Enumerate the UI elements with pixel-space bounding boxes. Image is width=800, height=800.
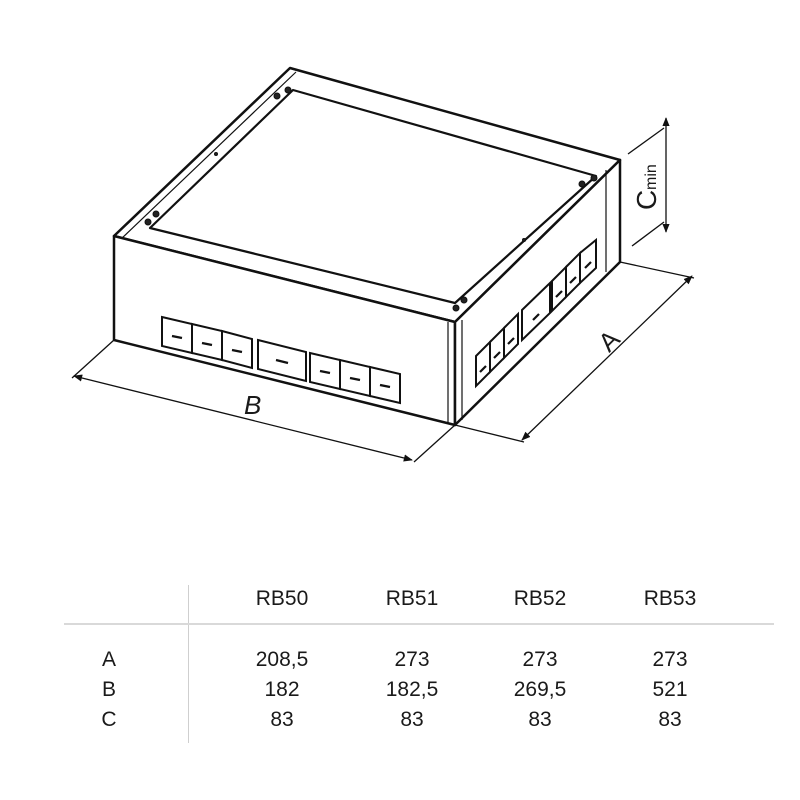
cell: 273 xyxy=(522,648,558,671)
dimension-lines xyxy=(71,117,695,463)
dimensions-table: RB50 RB51 RB52 RB53 A 208,5 273 273 273 … xyxy=(64,585,774,745)
dimension-c-subscript: min xyxy=(643,164,660,190)
column-header-rb53: RB53 xyxy=(643,587,697,610)
table-vertical-divider xyxy=(188,585,189,743)
row-label-b: B xyxy=(101,678,116,701)
floor-box-drawing: B A C min xyxy=(71,66,695,463)
column-header-rb50: RB50 xyxy=(255,587,309,610)
column-header-rb52: RB52 xyxy=(513,587,567,610)
row-label-c: C xyxy=(101,708,117,731)
dimension-a-label: A xyxy=(592,323,626,357)
cell: 83 xyxy=(270,708,294,731)
cell: 83 xyxy=(658,708,682,731)
cell: 83 xyxy=(528,708,552,731)
cell: 83 xyxy=(400,708,424,731)
dimension-b-label: B xyxy=(244,390,261,420)
cell: 182,5 xyxy=(385,678,439,701)
cell: 521 xyxy=(652,678,688,701)
cell: 273 xyxy=(652,648,688,671)
table-header-divider xyxy=(64,623,774,625)
cell: 273 xyxy=(394,648,430,671)
column-header-rb51: RB51 xyxy=(385,587,439,610)
cell: 182 xyxy=(264,678,300,701)
dimension-c-label: C xyxy=(631,190,662,210)
row-label-a: A xyxy=(101,648,116,671)
cell: 269,5 xyxy=(513,678,567,701)
cell: 208,5 xyxy=(255,648,309,671)
